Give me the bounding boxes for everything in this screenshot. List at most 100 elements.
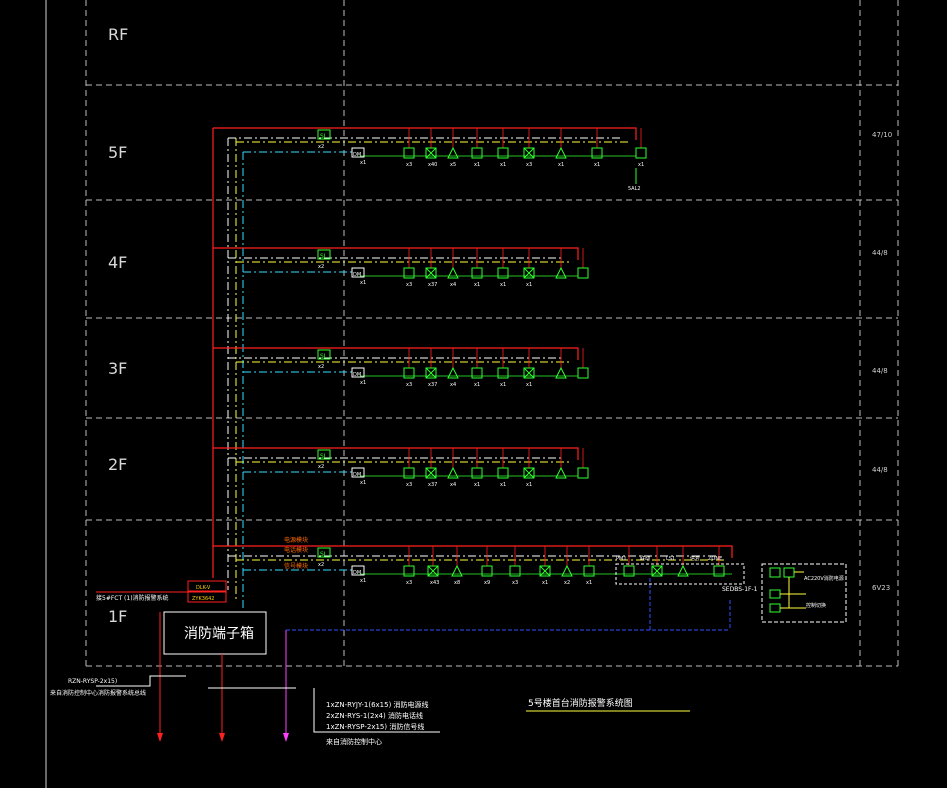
diagram-title: 5号楼首台消防报警系统图 — [528, 697, 633, 709]
power-line — [213, 545, 733, 558]
device-count: x1 — [594, 162, 600, 168]
right-label: 44/8 — [872, 249, 888, 257]
device-cross — [523, 467, 535, 479]
device-count: x37 — [428, 382, 437, 388]
floor-label: RF — [108, 25, 128, 44]
floor-1-note: 电源模块 — [284, 536, 308, 544]
device-icon — [481, 565, 493, 577]
device-count: x4 — [450, 482, 456, 488]
device-cross — [523, 267, 535, 279]
device-cross — [651, 565, 663, 577]
dm-module — [351, 367, 365, 378]
floor-1-notes: 电源模块 电话模块 信号模块 — [284, 536, 308, 570]
module-count: x2 — [318, 364, 324, 370]
module-letter: SI — [320, 453, 326, 460]
device-count: x1 — [526, 482, 532, 488]
vertical-trunks — [212, 128, 244, 610]
box-tag: DLK-V — [196, 585, 211, 591]
cable-item: 2xZN-RYS-1(2x4) 消防电话线 — [326, 711, 423, 720]
module-letter: DM — [353, 570, 361, 576]
module-letter: DM — [353, 152, 361, 158]
floor-1-module-group — [615, 563, 745, 585]
device-cross — [425, 147, 437, 159]
device-icon — [471, 147, 483, 159]
right-label: 6V23 — [872, 584, 890, 592]
cable-item: 1xZN-RYJY-1(6x15) 消防电源线 — [326, 700, 429, 709]
device-icon — [523, 467, 535, 479]
device-count: x1 — [500, 282, 506, 288]
detector-icon — [447, 366, 459, 379]
device-icon — [577, 467, 589, 479]
device-icon — [497, 147, 509, 159]
device-icon — [509, 565, 521, 577]
module-count: x2 — [318, 264, 324, 270]
arrow-heads — [157, 733, 289, 742]
floor-1-note: 信号模块 — [284, 562, 308, 570]
device-count: x1 — [558, 162, 564, 168]
device-count: x43 — [430, 580, 439, 586]
floor-label: 5F — [108, 143, 127, 162]
box-tag: ZYK3642 — [192, 596, 214, 602]
fire-terminal-box: 消防端子箱 DLK-V ZYK3642 — [163, 580, 267, 655]
floor-label: 2F — [108, 455, 127, 474]
floor-labels: RF 5F 4F 3F 2F 1F — [108, 25, 128, 626]
module-letter: SI — [320, 253, 326, 260]
power-line — [213, 347, 579, 360]
device-icon — [427, 565, 439, 577]
device-count: x3 — [406, 382, 412, 388]
device-count: x37 — [428, 282, 437, 288]
device-icon — [713, 565, 725, 577]
device-cross — [523, 367, 535, 379]
device-icon — [471, 267, 483, 279]
detector-icon — [555, 146, 567, 159]
device-count: x3 — [406, 580, 412, 586]
floor-1-module-label: PM1 — [616, 556, 627, 562]
device-count: x3 — [406, 282, 412, 288]
floor-1-note: 电话模块 — [284, 546, 308, 554]
right-labels: 47/10 44/8 44/8 44/8 6V23 — [872, 131, 892, 592]
floor-1-module-label: LS1 — [666, 556, 675, 562]
device-count: x9 — [484, 580, 490, 586]
device-icon — [425, 267, 437, 279]
device-count: x3 — [526, 162, 532, 168]
dm-module — [351, 147, 365, 158]
device-cross — [425, 367, 437, 379]
device-cross — [539, 565, 551, 577]
cable-list: 1xZN-RYJY-1(6x15) 消防电源线 2xZN-RYS-1(2x4) … — [326, 700, 429, 746]
bottom-risers — [96, 578, 731, 738]
device-count: x1 — [542, 580, 548, 586]
device-count: x1 — [474, 282, 480, 288]
device-icon — [403, 267, 415, 279]
detector-icon — [447, 266, 459, 279]
module-count: x1 — [360, 380, 366, 386]
device-icon — [471, 367, 483, 379]
si-module — [317, 349, 331, 360]
cable-item: 1xZN-RYSP-2x15) 消防信号线 — [326, 722, 424, 731]
device-icon — [523, 367, 535, 379]
right-label: 44/8 — [872, 466, 888, 474]
device-icon — [539, 565, 551, 577]
device-count: x1 — [526, 382, 532, 388]
fire-box-label: 消防端子箱 — [184, 626, 254, 642]
module-count: x2 — [318, 464, 324, 470]
device-count: x1 — [474, 382, 480, 388]
device-icon — [583, 565, 595, 577]
detector-icon — [555, 366, 567, 379]
device-count: x2 — [564, 580, 570, 586]
module-count: x1 — [360, 160, 366, 166]
floor-label: 4F — [108, 253, 127, 272]
device-icon — [403, 467, 415, 479]
floor-1-extra: SEDBS-1F-1 — [722, 586, 758, 593]
device-icon — [403, 147, 415, 159]
floor-1-module-label: ZONE — [708, 556, 722, 562]
power-line — [213, 447, 579, 460]
device-count: x3 — [512, 580, 518, 586]
device-count: x3 — [406, 482, 412, 488]
module-count: x2 — [318, 562, 324, 568]
